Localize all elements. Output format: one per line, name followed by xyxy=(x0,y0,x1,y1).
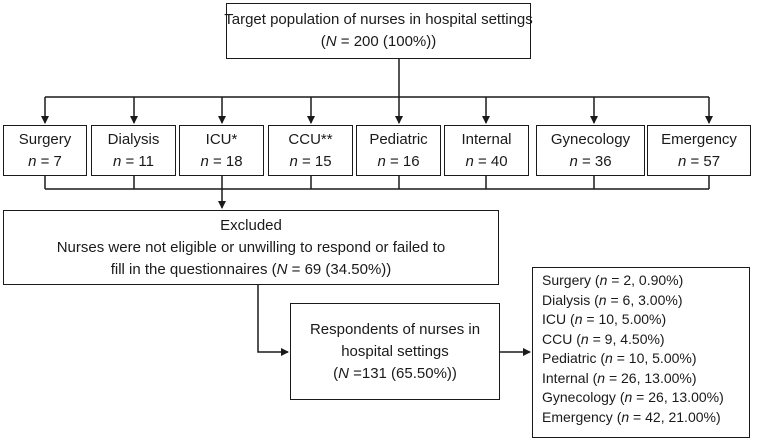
department-count: n = 36 xyxy=(569,152,612,170)
department-box: Gynecology n = 36 xyxy=(536,125,645,176)
excluded-reason: Nurses were not eligible or unwilling to… xyxy=(56,238,446,256)
respondents-count: (N =131 (65.50%)) xyxy=(333,364,457,382)
department-box: Pediatric n = 16 xyxy=(356,125,441,176)
excluded-count: fill in the questionnaires (N = 69 (34.5… xyxy=(110,260,392,278)
department-name: Pediatric xyxy=(369,130,428,148)
respondents-title-2: hospital settings xyxy=(341,342,449,360)
excluded-title: Excluded xyxy=(220,216,282,234)
breakdown-item: Pediatric (n = 10, 5.00%) xyxy=(542,350,697,366)
respondents-box: Respondents of nurses in hospital settin… xyxy=(290,303,500,400)
breakdown-item: Surgery (n = 2, 0.90%) xyxy=(542,272,684,288)
respondents-title-1: Respondents of nurses in xyxy=(309,320,481,338)
department-box: Emergency n = 57 xyxy=(647,125,751,176)
breakdown-item: Gynecology (n = 26, 13.00%) xyxy=(542,389,724,405)
department-name: Emergency xyxy=(661,130,737,148)
department-name: ICU* xyxy=(205,130,238,148)
department-box: ICU* n = 18 xyxy=(179,125,264,176)
department-name: Dialysis xyxy=(107,130,160,148)
breakdown-item: ICU (n = 10, 5.00%) xyxy=(542,311,667,327)
excluded-box: Excluded Nurses were not eligible or unw… xyxy=(3,210,499,285)
target-title: Target population of nurses in hospital … xyxy=(224,11,533,28)
department-name: Surgery xyxy=(18,130,72,148)
department-count: n = 7 xyxy=(28,152,62,170)
department-count: n = 16 xyxy=(377,152,420,170)
department-box: Surgery n = 7 xyxy=(3,125,87,176)
department-count: n = 40 xyxy=(465,152,508,170)
department-box: CCU** n = 15 xyxy=(268,125,353,176)
target-count: (N = 200 (100%)) xyxy=(320,33,437,50)
department-box: Dialysis n = 11 xyxy=(91,125,176,176)
arrow-to-respondents xyxy=(257,285,289,356)
department-name: Internal xyxy=(461,130,512,148)
breakdown-item: CCU (n = 9, 4.50%) xyxy=(542,330,665,347)
department-count: n = 15 xyxy=(289,152,332,170)
breakdown-item: Dialysis (n = 6, 3.00%) xyxy=(542,291,683,308)
breakdown-item: Emergency (n = 42, 21.00%) xyxy=(542,408,721,425)
department-box: Internal n = 40 xyxy=(444,125,529,176)
breakdown-item: Internal (n = 26, 13.00%) xyxy=(542,369,697,386)
department-name: CCU** xyxy=(288,130,333,148)
target-population-box: Target population of nurses in hospital … xyxy=(224,3,533,59)
department-count: n = 11 xyxy=(112,152,154,170)
department-count: n = 18 xyxy=(200,152,243,170)
department-count: n = 57 xyxy=(677,152,721,170)
department-name: Gynecology xyxy=(550,130,631,148)
respondents-breakdown-box: Surgery (n = 2, 0.90%) Dialysis (n = 6, 3… xyxy=(532,267,750,438)
